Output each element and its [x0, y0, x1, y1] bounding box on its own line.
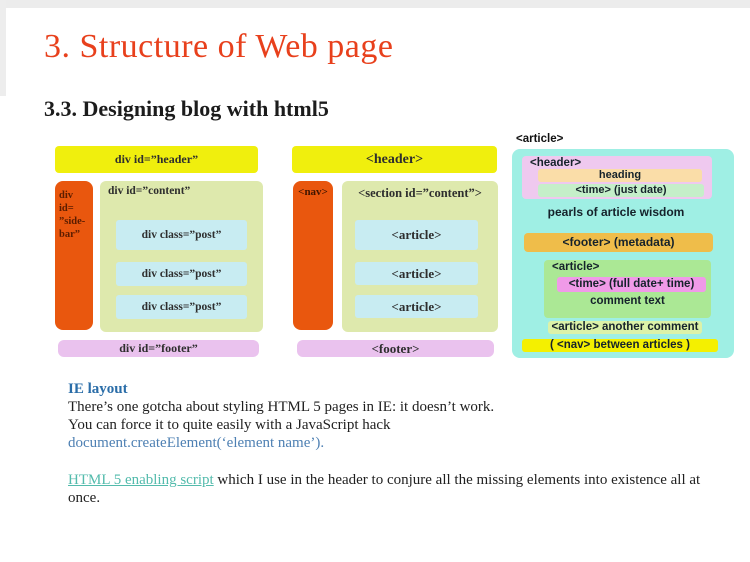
html5-article-box: <article>	[355, 220, 478, 250]
comment-article-label: <article>	[552, 261, 600, 273]
sidebar-line: div id=	[59, 190, 74, 214]
html5-enabling-script-link[interactable]: HTML 5 enabling script	[68, 472, 214, 488]
div-post-box: div class=”post”	[116, 295, 247, 319]
notes-code: document.createElement(‘element name’).	[68, 435, 325, 451]
notes-heading: IE layout	[68, 381, 128, 397]
page-subtitle: 3.3. Designing blog with html5	[44, 96, 329, 121]
sidebar-line: bar”	[59, 229, 80, 240]
scan-edge-top	[0, 0, 750, 8]
div-post-box: div class=”post”	[116, 262, 247, 286]
time-date-bar: <time> (just date)	[538, 184, 704, 197]
html5-article-box: <article>	[355, 295, 478, 318]
time-full-bar: <time> (full date+ time)	[557, 277, 706, 292]
notes-line1: There’s one gotcha about styling HTML 5 …	[68, 399, 495, 415]
article-footer-bar: <footer> (metadata)	[524, 233, 713, 252]
nav-between-bar: ( <nav> between articles )	[522, 339, 718, 352]
another-comment-bar: <article> another comment	[548, 321, 702, 334]
html5-section-label: <section id=”content”>	[358, 186, 482, 200]
div-header-box: div id=”header”	[55, 146, 258, 173]
article-outer-label: <article>	[516, 133, 564, 145]
notes-link-rest: which I use in the header to conjure all…	[68, 472, 701, 506]
div-sidebar-box: div id= ”side- bar”	[55, 181, 93, 330]
article-body-text: pearls of article wisdom	[547, 205, 685, 219]
div-content-label: div id=”content”	[108, 185, 191, 197]
article-diagram: <header> heading <time> (just date) pear…	[512, 149, 734, 358]
html5-header-box: <header>	[292, 146, 497, 173]
notes-link-paragraph: HTML 5 enabling script which I use in th…	[68, 471, 723, 507]
notes-line2: You can force it to quite easily with a …	[68, 417, 391, 433]
html5-article-box: <article>	[355, 262, 478, 285]
div-content-box: div id=”content” div class=”post” div cl…	[100, 181, 263, 332]
html5-section-box: <section id=”content”> <article> <articl…	[342, 181, 498, 332]
notes-block: IE layout There’s one gotcha about styli…	[68, 380, 723, 507]
div-post-box: div class=”post”	[116, 220, 247, 250]
comment-text: comment text	[590, 295, 665, 307]
heading-bar: heading	[538, 169, 702, 182]
article-header-label: <header>	[530, 157, 582, 169]
scan-edge-left	[0, 0, 6, 96]
notes-gap	[68, 452, 723, 471]
comment-article-box: <article> <time> (full date+ time) comme…	[544, 260, 711, 318]
sidebar-line: ”side-	[59, 216, 86, 227]
html5-nav-box: <nav>	[293, 181, 333, 330]
article-header-box: <header> heading <time> (just date)	[522, 156, 712, 199]
html5-footer-box: <footer>	[297, 340, 494, 357]
page-title: 3. Structure of Web page	[44, 28, 394, 65]
div-footer-box: div id=”footer”	[58, 340, 259, 357]
